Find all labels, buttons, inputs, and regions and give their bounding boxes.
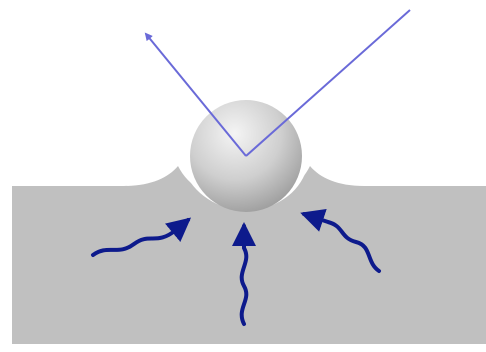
incident-ray bbox=[246, 10, 410, 156]
